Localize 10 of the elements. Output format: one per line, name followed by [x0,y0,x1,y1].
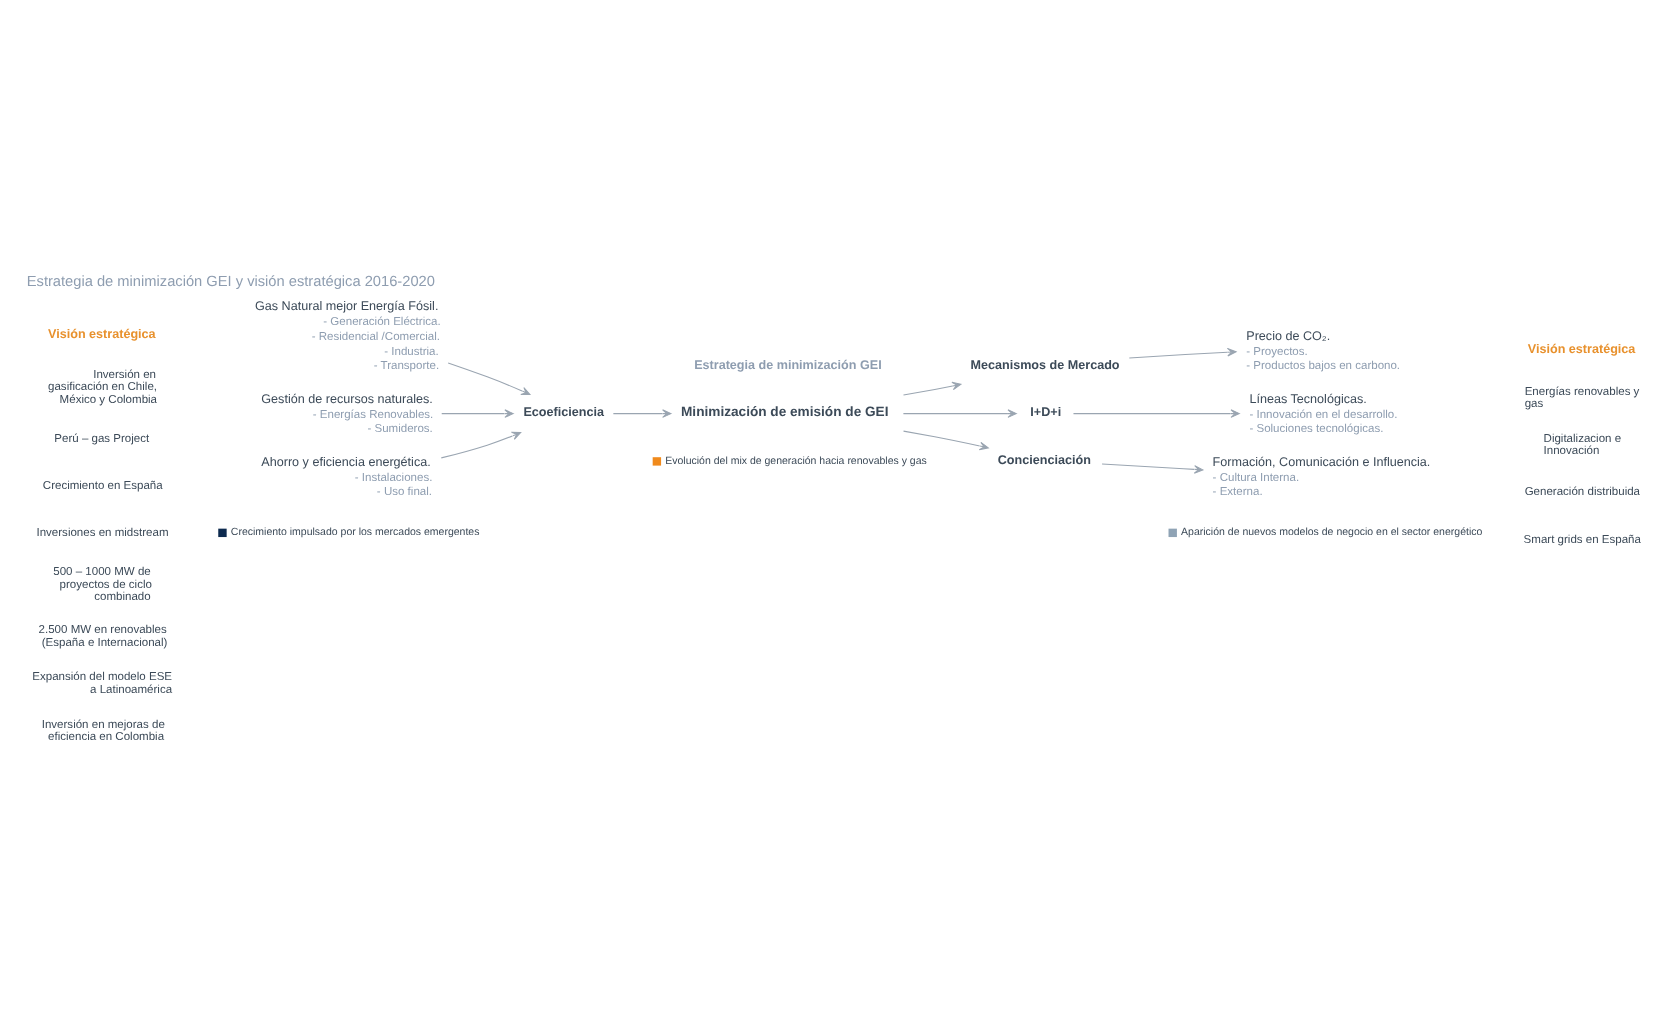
arrow [611,409,671,418]
arrow [446,362,530,396]
arrow [902,430,988,451]
arrow [901,409,1016,418]
arrow [1127,347,1236,359]
arrow [1071,409,1239,418]
arrow [1100,463,1203,474]
arrow [439,431,521,459]
arrow [440,409,513,418]
arrow [901,381,961,396]
